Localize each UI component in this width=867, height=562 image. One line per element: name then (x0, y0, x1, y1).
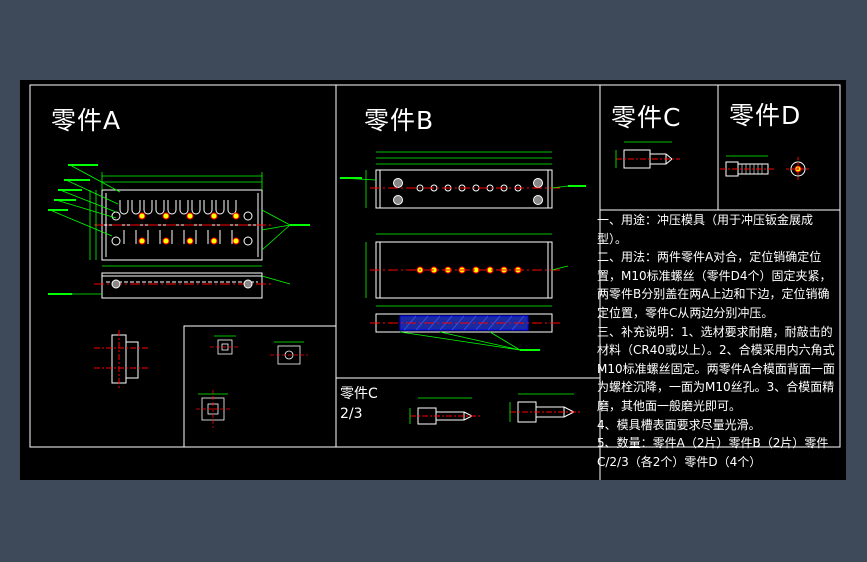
part-c23-title-line2: 2/3 (340, 406, 363, 422)
part-a-detail-views (196, 335, 308, 428)
part-a-title: 零件A (51, 106, 122, 135)
drawing-svg (29, 84, 841, 480)
part-c23-title-line1: 零件C (340, 386, 378, 402)
part-b-top-view (339, 151, 586, 209)
part-c-view (615, 141, 680, 169)
note-1: 一、用途：冲压模具（用于冲压钣金展成型）。 (597, 213, 814, 246)
note-2: 二、用法：两件零件A对合，定位销确定位置，M10标准螺丝（零件D4个）固定夹紧，… (597, 250, 832, 320)
cad-drawing-canvas[interactable]: 零件A 零件B 零件C 零件D 零件C 2/3 一、用途：冲压模具（用于冲压钣金… (20, 80, 846, 480)
part-b-front-view (365, 233, 569, 299)
part-b-title: 零件B (364, 106, 435, 135)
part-b-section-view (370, 305, 560, 351)
part-a-detail-box (183, 325, 337, 448)
drawing-frame (29, 84, 841, 448)
part-d-view (720, 155, 810, 181)
note-5: 5、数量：零件A（2片）零件B（2片）零件C/2/3（各2个）零件D（4个） (597, 436, 829, 469)
part-d-title: 零件D (729, 101, 802, 130)
part-c-title: 零件C (611, 103, 682, 132)
part-a-section-view (48, 265, 291, 299)
technical-notes: 一、用途：冲压模具（用于冲压钣金展成型）。 二、用法：两件零件A对合，定位销确定… (597, 211, 837, 471)
note-4: 4、模具槽表面要求尽量光滑。 (597, 417, 761, 432)
note-3: 三、补充说明：1、选材要求耐磨，耐敲击的材料（CR40或以上）。2、合模采用内六… (597, 324, 835, 413)
part-a-end-view (94, 330, 148, 390)
part-a-top-view (48, 164, 310, 261)
part-c23-views (409, 393, 580, 425)
